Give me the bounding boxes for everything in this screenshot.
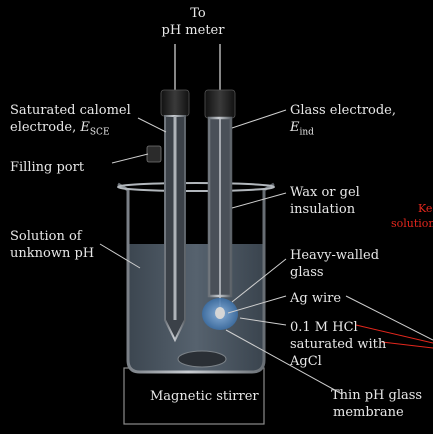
magnetic-stirrer-label: Magnetic stirrer [150,389,259,404]
filling-port-label: Filling port [10,160,85,175]
filling-port [146,145,162,163]
solution-label: Solution of unknown pH [10,229,95,261]
beaker-outline [117,182,275,374]
sce-label: Saturated calomel electrode, ESCE [10,103,131,138]
glass-electrode-label: Glass electrode, Eind [290,103,397,138]
wax-insulation-label: Wax or gel insulation [290,185,360,217]
membrane-label: Thin pH glass membrane [331,388,423,420]
glass-cap [204,89,236,119]
cut-red-label-2: solution [391,217,433,230]
cut-red-label-1: Ke [418,202,433,215]
ag-wire-label: Ag wire [290,291,342,306]
stirrer-base [123,367,265,425]
sce-cap [160,89,190,117]
to-meter-label: To pH meter [161,6,225,38]
heavy-walled-glass-label: Heavy-walled glass [290,248,380,280]
stir-bar [177,350,227,368]
agcl-bead [215,307,225,319]
beaker-rim [117,182,275,192]
hcl-label: 0.1 M HCl saturated with AgCl [290,320,387,369]
